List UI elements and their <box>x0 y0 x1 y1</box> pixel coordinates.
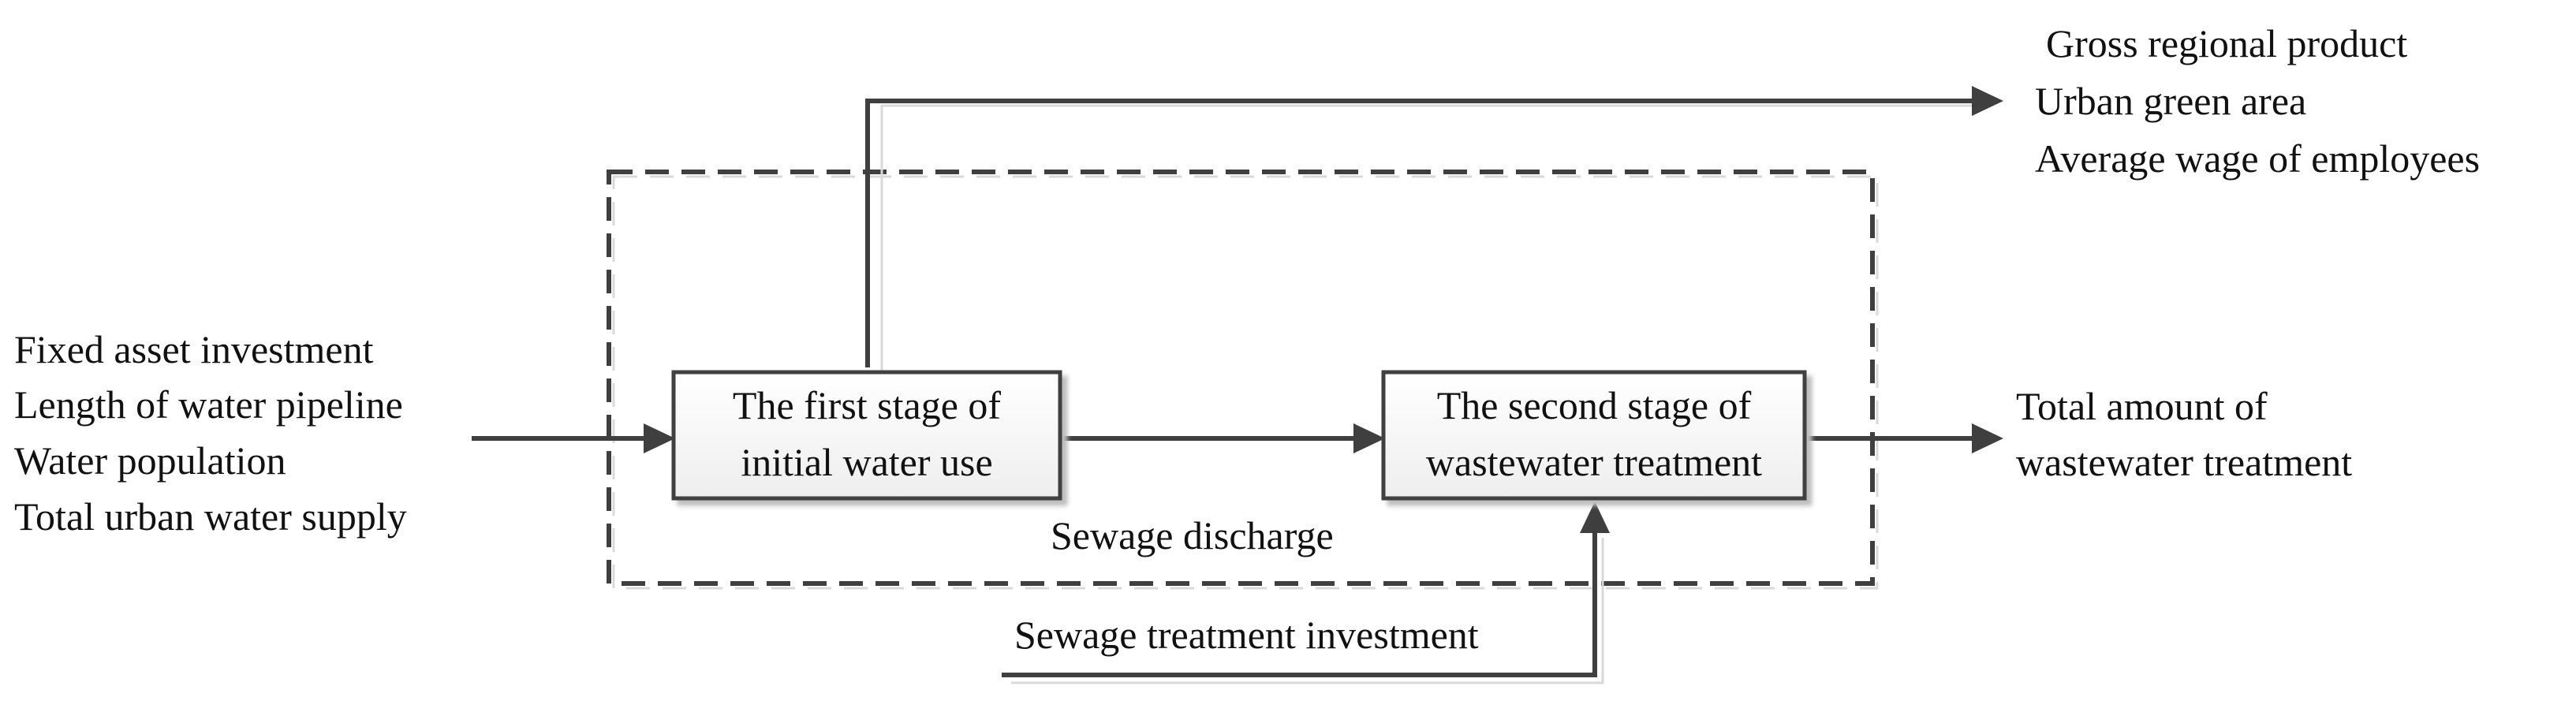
top-output-labels: Gross regional product Urban green area … <box>2035 21 2480 181</box>
final-output-line1: Total amount of <box>2016 384 2268 428</box>
final-output-line2: wastewater treatment <box>2016 440 2352 484</box>
stage2-box: The second stage of wastewater treatment <box>1381 370 1807 501</box>
stage1-to-stage2-arrow <box>1062 423 1385 453</box>
extra-input-arrow <box>1002 501 1610 684</box>
input-arrow <box>472 423 675 453</box>
final-output-labels: Total amount of wastewater treatment <box>2016 384 2352 484</box>
input-item: Total urban water supply <box>14 494 407 539</box>
input-item: Fixed asset investment <box>14 327 374 371</box>
extra-input-label: Sewage treatment investment <box>1014 613 1479 657</box>
input-labels: Fixed asset investment Length of water p… <box>14 327 407 539</box>
system-boundary <box>607 170 1879 590</box>
stage1-label-line2: initial water use <box>741 440 992 484</box>
input-item: Water population <box>14 438 286 483</box>
stage2-label-line2: wastewater treatment <box>1426 440 1762 484</box>
final-output-arrow <box>1806 423 2003 453</box>
output-item: Average wage of employees <box>2035 136 2480 181</box>
intermediate-label: Sewage discharge <box>1051 513 1334 557</box>
top-output-arrow <box>865 86 2003 372</box>
output-item: Urban green area <box>2035 79 2306 123</box>
input-item: Length of water pipeline <box>14 382 403 427</box>
stage1-box: The first stage of initial water use <box>671 370 1062 501</box>
stage2-label-line1: The second stage of <box>1437 383 1752 427</box>
output-item: Gross regional product <box>2046 21 2407 65</box>
stage1-label-line1: The first stage of <box>733 383 1002 427</box>
